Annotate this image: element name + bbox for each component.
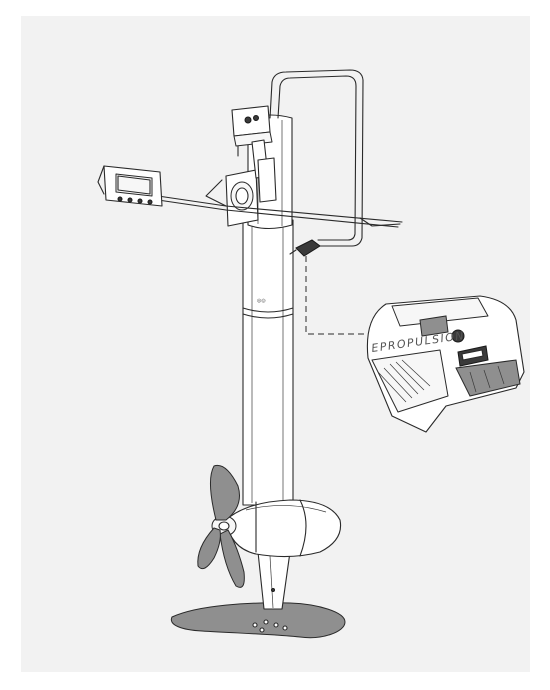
tiller-handle xyxy=(269,69,364,247)
motor-pod xyxy=(211,499,342,558)
lower-strut xyxy=(257,551,291,610)
power-cable-connector xyxy=(289,239,321,257)
shaft-logo-text: ◎◎ xyxy=(257,298,266,304)
propeller xyxy=(197,464,245,588)
skeg-fin-plate xyxy=(170,602,346,639)
battery-unit: EPROPULSION xyxy=(366,295,525,433)
remote-display xyxy=(97,165,163,207)
mount-rail xyxy=(157,179,403,228)
main-shaft: ◎◎ xyxy=(242,219,294,506)
